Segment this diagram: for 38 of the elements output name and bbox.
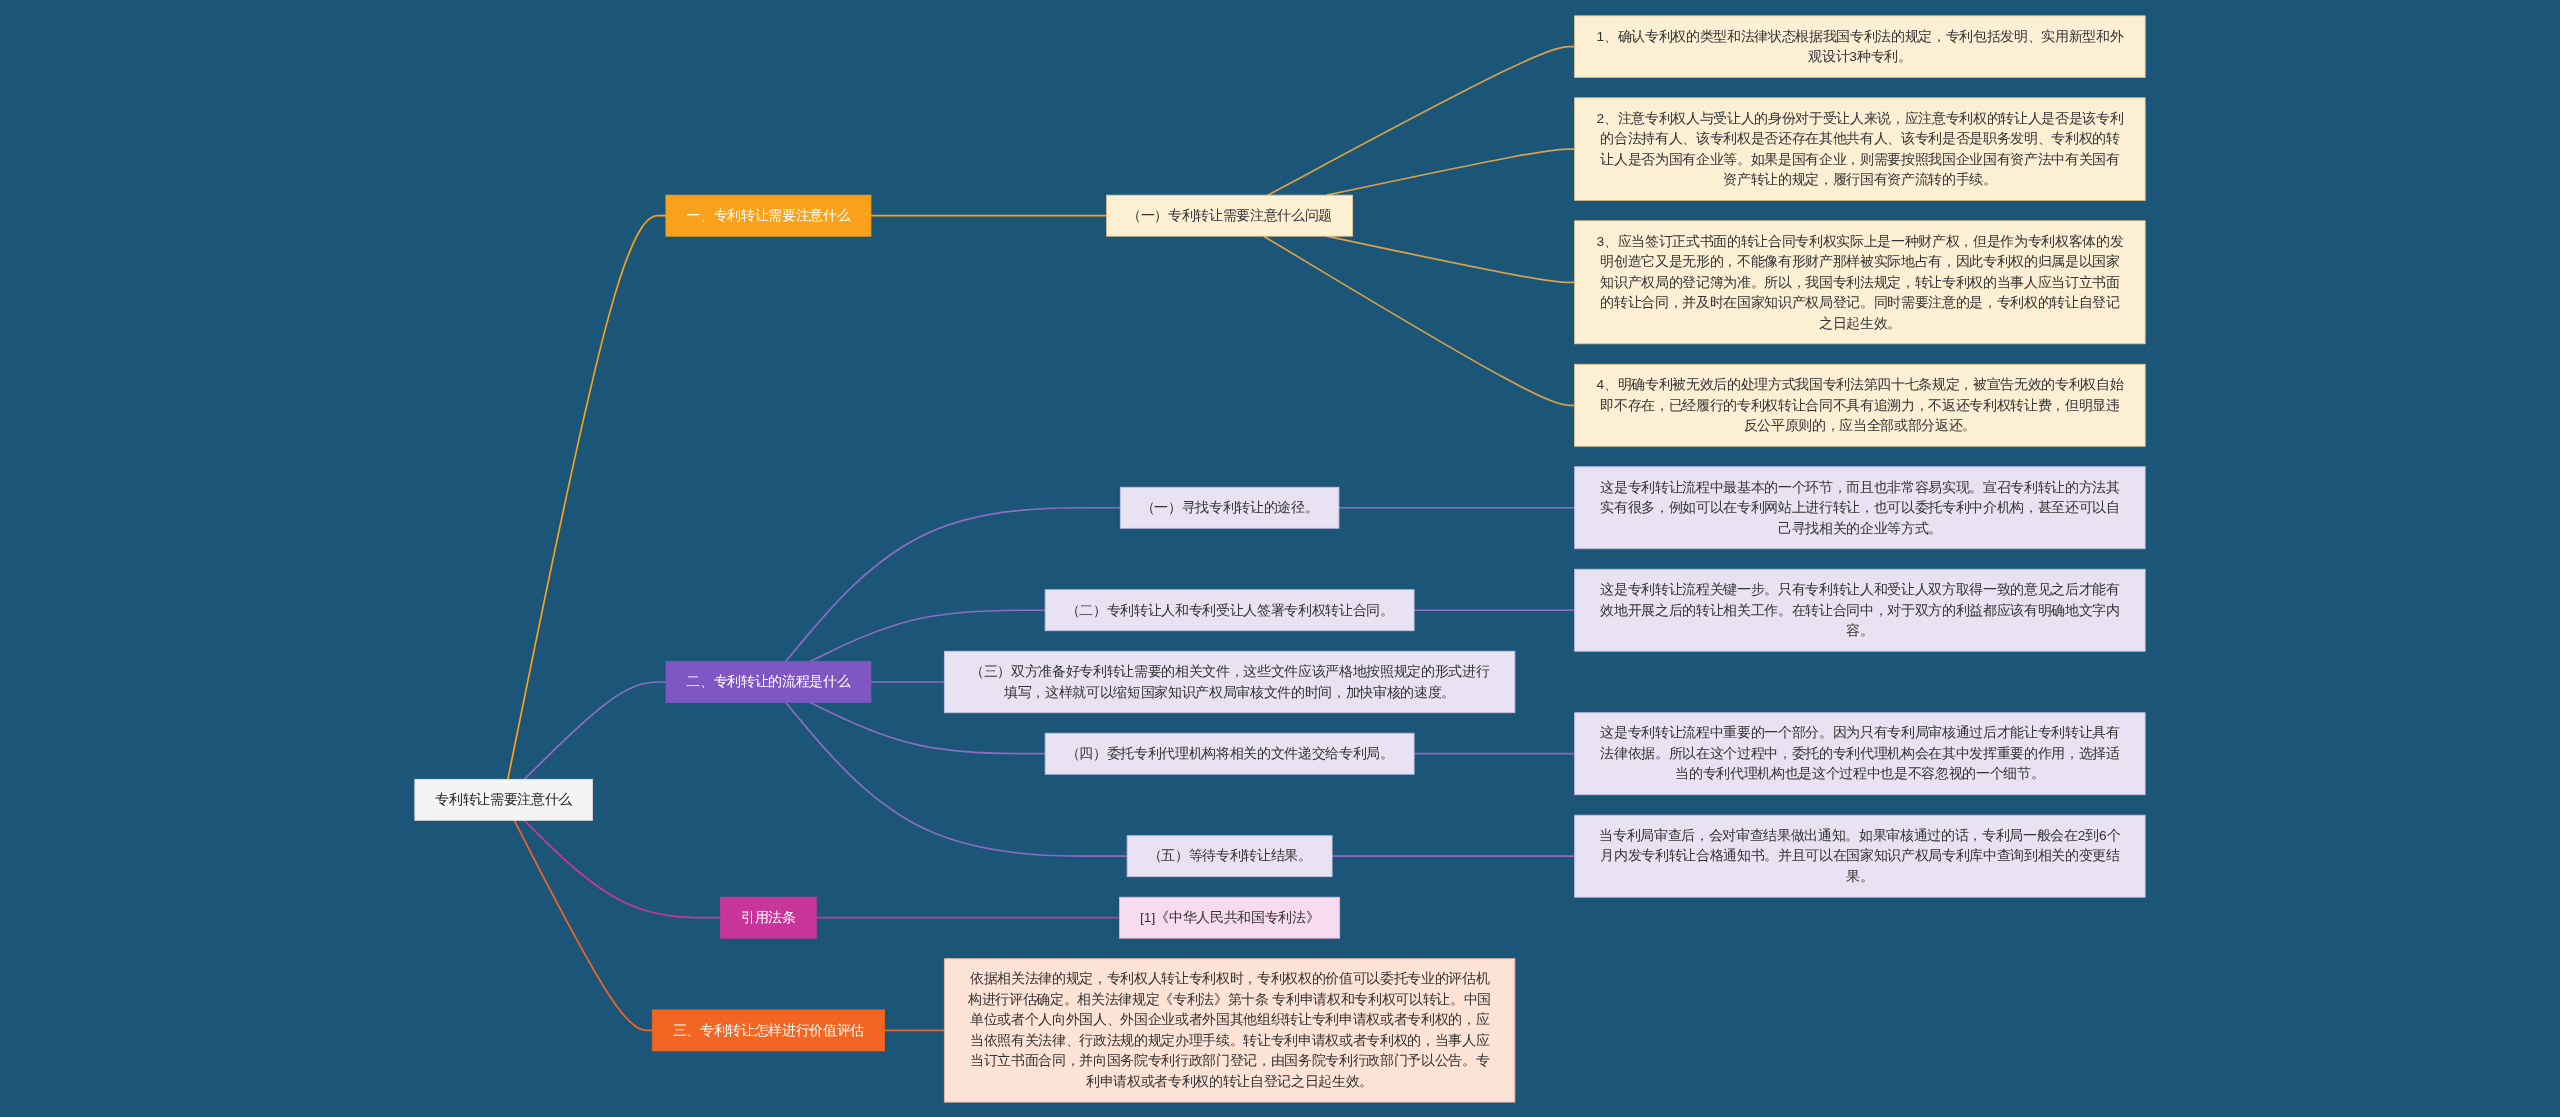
connector [784,701,1128,857]
node-box [943,650,1516,713]
connector [784,506,1122,662]
connector [1338,506,1576,509]
node-box [1574,711,2146,795]
node-box [1044,732,1415,775]
node-box [665,194,872,237]
node-box [414,778,593,821]
connector [1413,752,1576,755]
node-box [1574,219,2146,344]
node-box [1574,465,2146,549]
node-box [1119,486,1340,529]
node-box [1574,363,2146,447]
mind-map: 专利转让需要注意什么 一、专利转让需要注意什么 （一）专利转让需要注意什么问题 1、确认专利权的类型和法律状态根据我国专利法的规定，专利包括发明、实用新型和外观设计3种专利。 2、注意专利权人与受让人的身份对于受让人来说，应注意专利权的转让人是否是该专利的合法持有人、该专利权是否还存在其他共有人、该专利是否是职务发明、专利权的转让人是否为国有企业等。如果是国有企业，则需要按照我国企业国有资产法中有关国有资产转让的规定，履行国有资产流转的手续。 3、应当签订正式书面的转让合同专利权实际上是一种财产权，但是作为专利权客体的发明创造它又是无形的，不能像有形财产那样被实际地占有，因此专利权的归属是以国家知识产权局的登记簿为准。所以，我国专利法规定，转让专利权的当事人应当订立书面的转让合同，并及时在国家知识产权局登记。同时需要注意的是，专利权的转让自登记之日起生效。 4、明确专利被无效后的处理方式我国专利法第四十七条规定，被宣告无效的专利权自始即不存在，已经履行的专利权转让合同不具有追溯力，不返还专利权转让费，但明显违反公平原则的，应当全部或部分返还。 二、专利转让的流程是什么 （一）寻找专利转让的途径。 这是专利转让流程中最基本的一个环节，而且也非常容易实现。宣召专利转让的方法其实有很多，例如可以在专利网站上进行转让，也可以委托专利中介机构，甚至还可以自己寻找相关的企业等方式。 （二）专利转让人和专利受让人签署专利权转让合同。 这是专利转让流程关键一步。只有专利转让人和受让人双方取得一致的意见之后才能有效地开展之后的转让相关工作。在转让合同中，对于双方的利益都应该有明确地文字内容。 （三）双方准备好专利转让需要的相关文件，这些文件应该严格地按照规定的形式进行填写，这样就可以缩短国家知识产权局审核文件的时间，加快审核的速度。 （四）委托专利代理机构将相关的文件递交给专利局。 这是专利转让流程中重要的一个部分。因为只有专利局审核通过后才能让专利转让具有法律依据。所以在这个过程中，委托的专利代理机构会在其中发挥重要的作用，选择适当的专利代理机构也是这个过程中也是不容忽视的一个细节。 （五）等待专利转让结果。 当专利局审查后，会对审查结果做出通知。如果审核通过的话，专利局一般会在2到6个月内发专利转让合格通知书。并且可以在国家知识产权局专利库中查询到相关的变更结果。 引用法条 [1]《中华人民共和国专利法》 三、专利转让怎样进行价值评估 依据相关法律的规定，专利权人转让专利权时，专利权权的价值可以委托专业的评估机构进行评估确定。相关法律规定《专利法》第十条 专利申请权和专利权可以转让。中国单位或者个人向外国人、外国企业或者外国其他组织转让专利申请权或者专利权的，应当依照有关法律、行政法规的规定办理手续。转让专利申请权或者专利权的，当事人应当订立书面合同，并向国务院专利行政部门登记，由国务院专利行政部门予以公告。专利申请权或者专利权的转让自登记之日起生效。 [10,8,2550,1109]
node-box [665,660,872,703]
node-box [1574,814,2146,898]
node-box [1126,834,1333,877]
connector [809,701,1046,755]
connector [883,1029,946,1031]
node-box [1106,194,1353,237]
connector [1331,854,1576,857]
connector [507,214,667,780]
connector [523,819,722,919]
node-box [1044,588,1415,631]
node-box [651,1009,885,1051]
connector [1262,234,1576,406]
connector [815,916,1121,919]
node-box [1574,568,2146,652]
node-box [720,896,817,939]
connector [870,214,1108,217]
connector [523,680,667,780]
node-box [1119,896,1341,939]
connector [1413,608,1576,611]
connector [870,680,946,683]
node-box [1574,14,2146,78]
node-box [943,957,1516,1103]
connector [513,819,654,1031]
node-box [1574,96,2146,201]
